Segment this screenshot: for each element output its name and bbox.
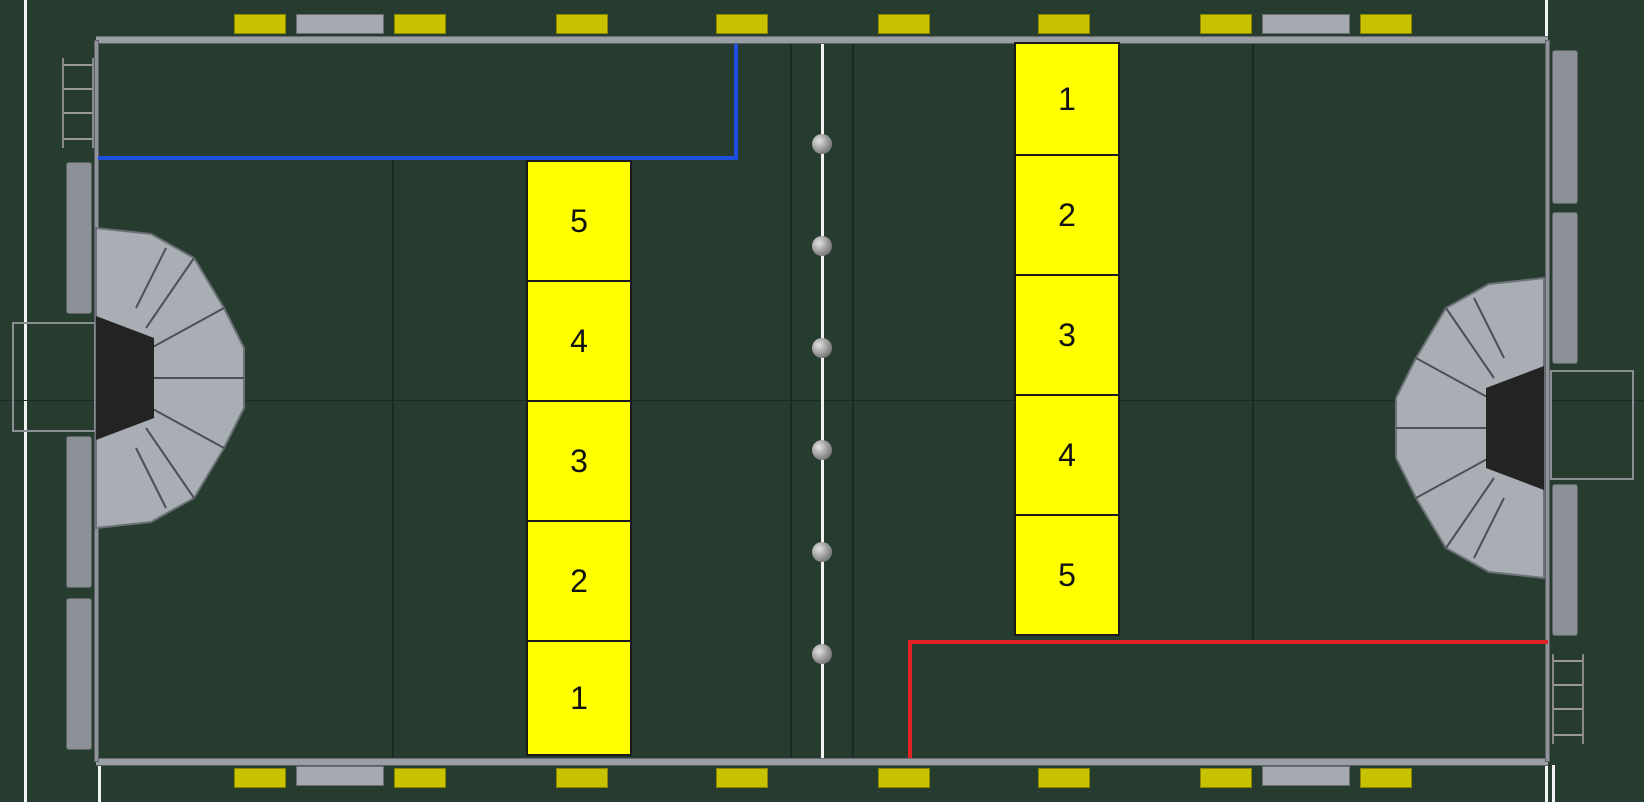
- zone-label: 4: [570, 322, 588, 359]
- gray-tab: [296, 766, 384, 786]
- ladder-top-left: [62, 58, 94, 148]
- sensor-tab-icon: [1200, 768, 1252, 788]
- side-pad-right-1: [1552, 50, 1578, 204]
- perimeter-bottom: [96, 758, 1548, 766]
- outer-line-left-bottom: [98, 765, 101, 802]
- sensor-tab-icon: [1200, 14, 1252, 34]
- zone-box-red-3: 3: [1014, 274, 1120, 396]
- side-pad-left-1: [66, 162, 92, 314]
- sensor-tab-icon: [1038, 14, 1090, 34]
- grid-line-v2: [790, 44, 792, 760]
- post-icon: [812, 338, 832, 358]
- zone-label: 3: [1058, 316, 1076, 353]
- zone-box-blue-5: 1: [526, 640, 632, 756]
- gray-tab: [1262, 766, 1350, 786]
- sensor-tab-icon: [394, 14, 446, 34]
- zone-label: 5: [570, 202, 588, 239]
- zone-box-red-1: 1: [1014, 42, 1120, 156]
- perimeter-right: [1545, 40, 1550, 762]
- zone-label: 1: [1058, 80, 1076, 117]
- sensor-tab-icon: [716, 768, 768, 788]
- zone-label: 2: [570, 562, 588, 599]
- grid-line-v3: [852, 44, 854, 760]
- sensor-tab-icon: [878, 768, 930, 788]
- zone-label: 5: [1058, 556, 1076, 593]
- outer-line-left: [24, 0, 27, 802]
- goal-structure-icon: [95, 226, 245, 530]
- post-icon: [812, 440, 832, 460]
- zone-label: 4: [1058, 436, 1076, 473]
- post-icon: [812, 644, 832, 664]
- sensor-tab-icon: [234, 768, 286, 788]
- post-icon: [812, 542, 832, 562]
- grid-line-v1: [392, 160, 394, 760]
- sensor-tab-icon: [1360, 14, 1412, 34]
- sensor-tab-icon: [1360, 768, 1412, 788]
- driver-station-left: [12, 322, 96, 432]
- driver-station-right: [1550, 370, 1634, 480]
- blue-tape-vertical: [734, 44, 738, 160]
- zone-box-blue-4: 2: [526, 520, 632, 642]
- side-pad-right-2: [1552, 212, 1578, 364]
- perimeter-top: [96, 36, 1548, 44]
- sensor-tab-icon: [556, 768, 608, 788]
- sensor-tab-icon: [556, 14, 608, 34]
- post-icon: [812, 236, 832, 256]
- sensor-tab-icon: [878, 14, 930, 34]
- zone-box-red-2: 2: [1014, 154, 1120, 276]
- center-line: [821, 44, 824, 758]
- red-tape-vertical: [908, 640, 912, 758]
- zone-box-red-4: 4: [1014, 394, 1120, 516]
- zone-box-blue-3: 3: [526, 400, 632, 522]
- grid-line-v4: [1252, 44, 1254, 644]
- red-tape-horizontal: [908, 640, 1548, 644]
- sensor-tab-icon: [394, 768, 446, 788]
- sensor-tab-icon: [1038, 768, 1090, 788]
- goal-structure-icon: [1395, 276, 1545, 580]
- zone-box-blue-2: 4: [526, 280, 632, 402]
- zone-label: 2: [1058, 196, 1076, 233]
- side-pad-left-3: [66, 598, 92, 750]
- ladder-bottom-right: [1552, 654, 1584, 744]
- side-pad-left-2: [66, 436, 92, 588]
- blue-tape-horizontal: [98, 156, 738, 160]
- side-pad-right-3: [1552, 484, 1578, 636]
- gray-tab: [1262, 14, 1350, 34]
- zone-box-red-5: 5: [1014, 514, 1120, 636]
- zone-label: 1: [570, 679, 588, 716]
- zone-label: 3: [570, 442, 588, 479]
- sensor-tab-icon: [716, 14, 768, 34]
- outer-line-right-bottom: [1552, 765, 1555, 802]
- zone-box-blue-1: 5: [526, 160, 632, 282]
- gray-tab: [296, 14, 384, 34]
- sensor-tab-icon: [234, 14, 286, 34]
- post-icon: [812, 134, 832, 154]
